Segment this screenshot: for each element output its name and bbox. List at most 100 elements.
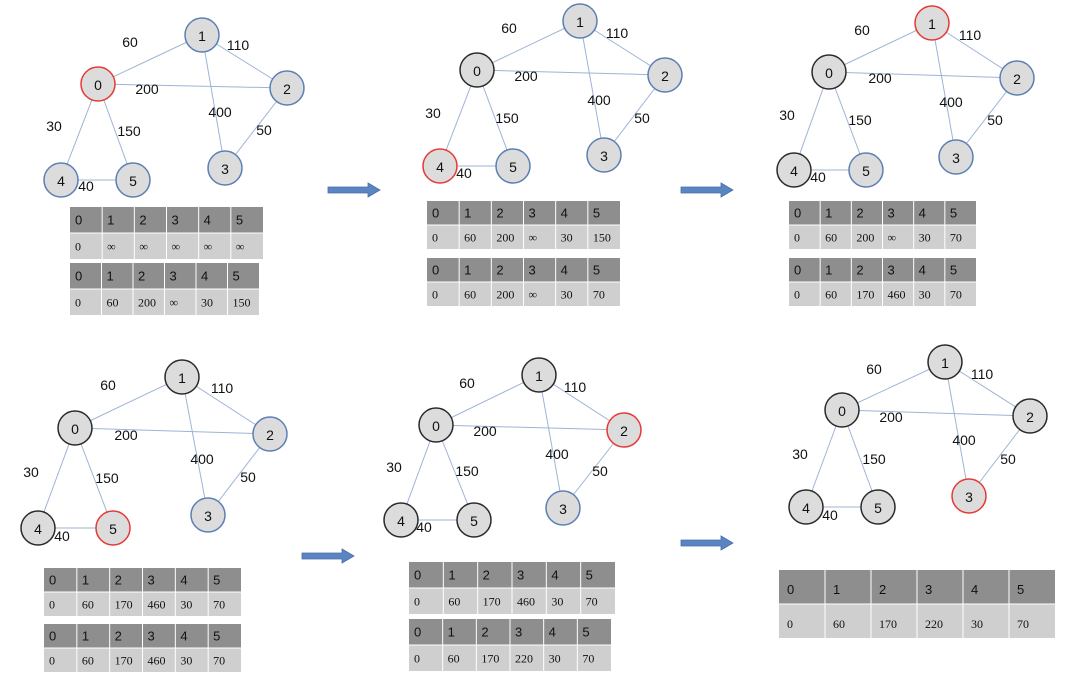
edge-weight-label: 150 bbox=[117, 123, 141, 139]
node-circle bbox=[207, 150, 243, 186]
table-value-cell: 30 bbox=[971, 617, 983, 631]
graph-edge bbox=[476, 69, 666, 76]
node-label: 2 bbox=[620, 423, 628, 439]
table-value-cell: 30 bbox=[919, 287, 931, 301]
table-value-cell: 60 bbox=[82, 597, 94, 611]
graph-node: 0 bbox=[57, 410, 93, 446]
edge-weight-label: 400 bbox=[952, 432, 976, 448]
table-value-cell: 60 bbox=[833, 617, 845, 631]
graph-node: 5 bbox=[456, 502, 492, 538]
edge-weight-label: 30 bbox=[425, 105, 441, 121]
table-value-cell: 0 bbox=[787, 617, 793, 631]
graph-edge bbox=[828, 71, 1018, 79]
graph-edge bbox=[74, 427, 271, 435]
table-value-cell: ∞ bbox=[529, 287, 538, 301]
table-header-cell: 4 bbox=[549, 625, 556, 640]
graph-node: 0 bbox=[80, 66, 116, 102]
node-label: 0 bbox=[838, 403, 846, 419]
table-header-cell: 3 bbox=[170, 269, 177, 284]
graph-node: 2 bbox=[606, 412, 642, 448]
node-label: 1 bbox=[576, 14, 584, 30]
graph-node: 2 bbox=[269, 70, 305, 106]
node-circle bbox=[938, 139, 974, 175]
table-header-cell: 0 bbox=[75, 213, 82, 228]
table-value-cell: 60 bbox=[825, 287, 837, 301]
table-header-cell: 4 bbox=[180, 629, 187, 644]
node-label: 1 bbox=[941, 355, 949, 371]
table-value-cell: 460 bbox=[148, 597, 166, 611]
edge-weight-label: 60 bbox=[100, 377, 116, 393]
table-header-cell: 2 bbox=[115, 573, 122, 588]
node-circle bbox=[951, 478, 987, 514]
node-circle bbox=[57, 410, 93, 446]
graph-node: 3 bbox=[545, 490, 581, 526]
table-header-cell: 4 bbox=[551, 568, 558, 583]
edge-weight-label: 200 bbox=[114, 427, 138, 443]
table-value-cell: 150 bbox=[593, 230, 611, 244]
graph-node: 4 bbox=[422, 148, 458, 184]
table-value-cell: 70 bbox=[1017, 617, 1029, 631]
table-value-cell: 0 bbox=[49, 653, 55, 667]
table-header-cell: 5 bbox=[582, 625, 589, 640]
table-value-cell: 0 bbox=[432, 230, 438, 244]
node-label: 5 bbox=[874, 500, 882, 516]
table-value-cell: 30 bbox=[561, 287, 573, 301]
table-header-cell: 4 bbox=[561, 206, 568, 221]
table-value-cell: 0 bbox=[75, 239, 81, 253]
table-header-cell: 2 bbox=[496, 206, 503, 221]
table-value-cell: 460 bbox=[517, 594, 535, 608]
table-value-cell: ∞ bbox=[888, 230, 897, 244]
edge-weight-label: 200 bbox=[135, 81, 159, 97]
table-header-cell: 5 bbox=[236, 213, 243, 228]
table-value-cell: 70 bbox=[582, 651, 594, 665]
graph-node: 4 bbox=[776, 152, 812, 188]
edge-weight-label: 110 bbox=[971, 366, 994, 382]
edge-weight-label: 110 bbox=[211, 380, 234, 396]
node-circle bbox=[776, 152, 812, 188]
table-value-cell: 170 bbox=[115, 597, 133, 611]
table-value-cell: 70 bbox=[950, 230, 962, 244]
edge-weight-label: 30 bbox=[46, 118, 62, 134]
table-header-cell: 4 bbox=[561, 263, 568, 278]
table-header-cell: 3 bbox=[529, 206, 536, 221]
edge-weight-label: 50 bbox=[987, 112, 1003, 128]
graph-node: 1 bbox=[562, 3, 598, 39]
table-header-cell: 4 bbox=[919, 206, 926, 221]
node-circle bbox=[164, 359, 200, 395]
node-circle bbox=[562, 3, 598, 39]
node-label: 1 bbox=[928, 16, 936, 32]
graph-edge bbox=[74, 427, 114, 529]
table-value-cell: 200 bbox=[496, 230, 514, 244]
edge-weight-label: 30 bbox=[792, 446, 808, 462]
table-value-cell: ∞ bbox=[236, 239, 245, 253]
node-label: 2 bbox=[1013, 71, 1021, 87]
table-header-cell: 5 bbox=[950, 263, 957, 278]
edge-weight-label: 400 bbox=[587, 92, 611, 108]
table-value-cell: 70 bbox=[213, 653, 225, 667]
edge-weight-label: 50 bbox=[592, 463, 608, 479]
node-circle bbox=[80, 66, 116, 102]
table-header-cell: 0 bbox=[75, 269, 82, 284]
table-value-cell: 170 bbox=[115, 653, 133, 667]
edge-weight-label: 40 bbox=[822, 507, 838, 523]
table-value-cell: 30 bbox=[551, 594, 563, 608]
graph-node: 5 bbox=[115, 162, 151, 198]
graph-edge bbox=[201, 34, 226, 169]
node-label: 0 bbox=[432, 418, 440, 434]
edge-weight-label: 400 bbox=[545, 446, 569, 462]
node-circle bbox=[606, 412, 642, 448]
node-circle bbox=[115, 162, 151, 198]
edge-weight-label: 400 bbox=[208, 104, 232, 120]
node-label: 2 bbox=[283, 81, 291, 97]
edge-weight-label: 150 bbox=[862, 451, 886, 467]
edge-weight-label: 40 bbox=[456, 165, 472, 181]
table-value-cell: 170 bbox=[856, 287, 874, 301]
